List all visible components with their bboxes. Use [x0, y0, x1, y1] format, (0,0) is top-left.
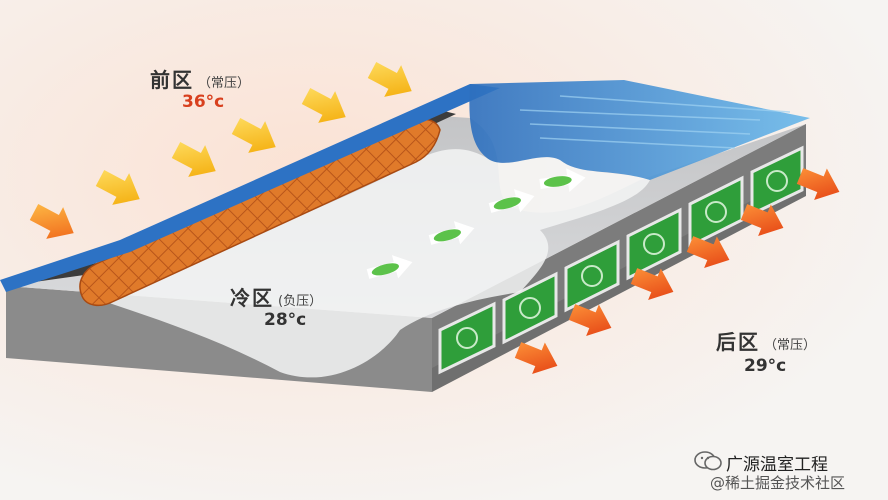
exhaust-fans — [438, 145, 804, 375]
back-zone-label: 后区 （常压） — [716, 326, 816, 355]
watermark: 广源温室工程 @稀土掘金技术社区 — [690, 448, 880, 494]
cool-zone-label: 冷区 (负压） — [230, 282, 322, 311]
roof-stripes — [519, 95, 791, 149]
front-zone-name: 前区 — [150, 68, 194, 92]
roof-eave-front — [0, 84, 500, 292]
back-zone-temp: 29°c — [744, 356, 787, 376]
front-zone-pressure: （常压） — [198, 76, 251, 91]
cool-zone-pressure: (负压） — [278, 294, 323, 309]
cooling-pad — [79, 118, 441, 307]
fan-4 — [626, 207, 682, 281]
watermark-title: 广源温室工程 — [726, 455, 828, 475]
air-arrow-4 — [539, 168, 586, 192]
fan-1 — [438, 301, 496, 375]
air-arrow-3 — [488, 189, 535, 213]
cool-zone-name: 冷区 — [230, 286, 274, 310]
air-arrow-2 — [428, 221, 475, 245]
interior-airflow-arrows — [366, 168, 586, 279]
front-zone-temp: 36°c — [182, 92, 225, 112]
back-zone-pressure: （常压） — [764, 338, 817, 353]
cool-zone-temp: 28°c — [264, 310, 307, 330]
fan-6 — [750, 145, 804, 217]
watermark-subtitle: @稀土掘金技术社区 — [710, 474, 846, 492]
fan-3 — [564, 239, 620, 313]
front-zone-label: 前区 （常压） — [150, 64, 250, 93]
fan-2 — [502, 271, 558, 345]
air-arrow-1 — [366, 255, 413, 279]
roof-top — [469, 80, 810, 180]
wechat-icon — [694, 451, 722, 471]
back-zone-name: 后区 — [716, 330, 760, 354]
